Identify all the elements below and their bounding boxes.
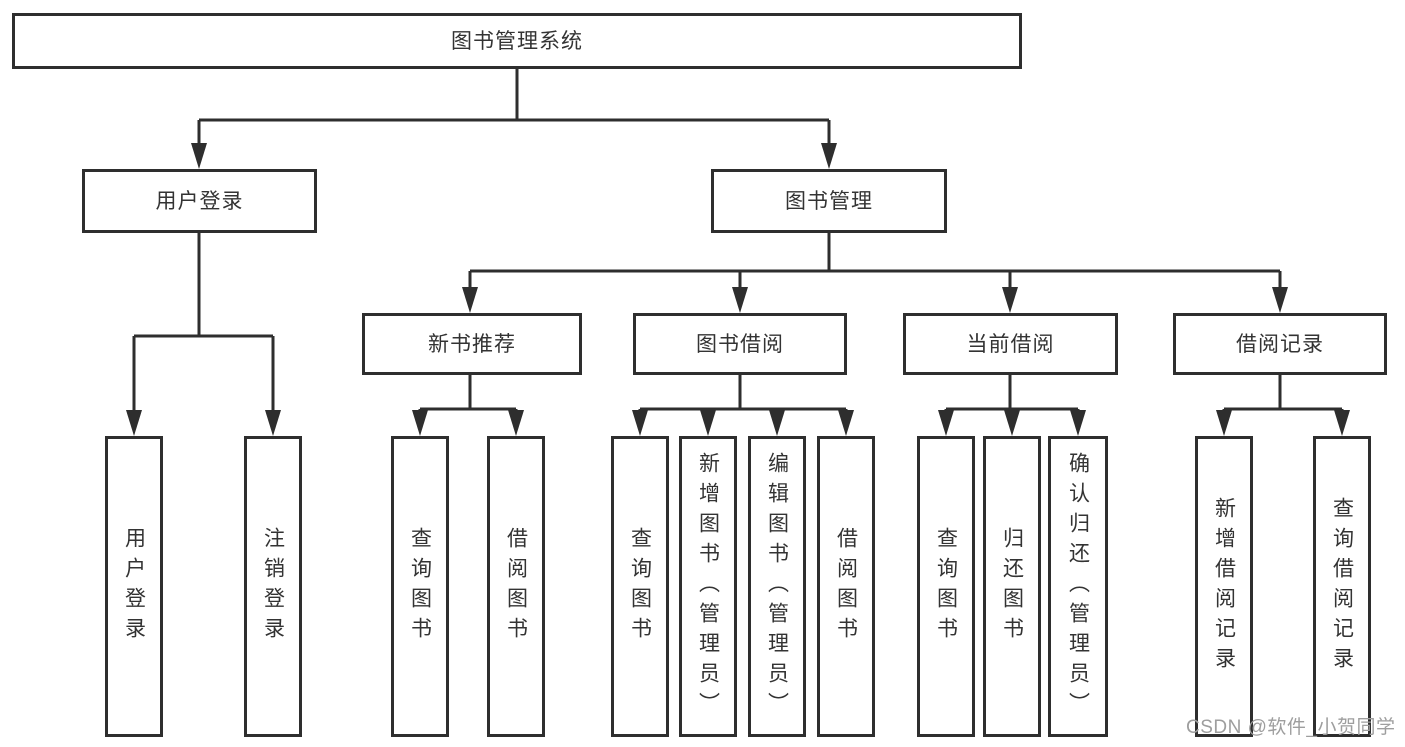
leaf-borrow-books-new: 借阅图书 [487, 436, 545, 737]
node-current-borrowing: 当前借阅 [903, 313, 1118, 375]
leaf-query-borrow-record: 查询借阅记录 [1313, 436, 1371, 737]
arrowhead-icon [1070, 410, 1086, 436]
node-label: 用户登录 [122, 526, 146, 647]
leaf-query-books-new: 查询图书 [391, 436, 449, 737]
node-label: 借阅图书 [504, 526, 528, 647]
arrowhead-icon [769, 410, 785, 436]
arrowhead-icon [412, 410, 428, 436]
node-label: 借阅记录 [1236, 332, 1324, 356]
arrowhead-icon [191, 143, 207, 169]
leaf-confirm-return-admin: 确认归还（管理员） [1048, 436, 1108, 737]
arrowhead-icon [938, 410, 954, 436]
leaf-add-books-admin: 新增图书（管理员） [679, 436, 737, 737]
connector-borrow-records-to-leaves [1222, 375, 1344, 412]
leaf-query-books-current: 查询图书 [917, 436, 975, 737]
node-book-borrowing: 图书借阅 [633, 313, 847, 375]
node-label: 编辑图书（管理员） [765, 451, 789, 722]
node-book-management: 图书管理 [711, 169, 947, 233]
node-label: 查询图书 [628, 526, 652, 647]
arrowhead-icon [700, 410, 716, 436]
connector-root-to-level2 [197, 69, 831, 145]
node-new-book-recommend: 新书推荐 [362, 313, 582, 375]
arrowhead-icon [1004, 410, 1020, 436]
arrowhead-icon [508, 410, 524, 436]
arrowhead-icon [1216, 410, 1232, 436]
node-label: 当前借阅 [966, 332, 1055, 356]
leaf-edit-books-admin: 编辑图书（管理员） [748, 436, 806, 737]
leaf-query-books-borrow: 查询图书 [611, 436, 669, 737]
node-label: 查询图书 [408, 526, 432, 647]
connector-current-borrow-to-leaves [944, 375, 1080, 412]
node-label: 新书推荐 [428, 332, 516, 356]
connector-book-borrow-to-leaves [638, 375, 848, 412]
node-label: 归还图书 [1000, 526, 1024, 647]
node-label: 查询图书 [934, 526, 958, 647]
node-label: 确认归还（管理员） [1066, 451, 1090, 722]
node-label: 图书管理 [785, 189, 873, 213]
node-user-login: 用户登录 [82, 169, 317, 233]
node-label: 图书借阅 [696, 332, 784, 356]
connector-new-books-to-leaves [418, 375, 518, 412]
node-label: 用户登录 [155, 189, 244, 213]
arrowhead-icon [732, 287, 748, 313]
arrowhead-icon [821, 143, 837, 169]
arrowhead-icon [838, 410, 854, 436]
node-label: 图书管理系统 [451, 29, 583, 53]
arrowhead-icon [632, 410, 648, 436]
node-label: 借阅图书 [834, 526, 858, 647]
watermark: CSDN @软件_小贺同学 [1186, 717, 1396, 738]
node-borrow-records: 借阅记录 [1173, 313, 1387, 375]
leaf-return-books: 归还图书 [983, 436, 1041, 737]
leaf-add-borrow-record: 新增借阅记录 [1195, 436, 1253, 737]
arrowhead-icon [1002, 287, 1018, 313]
arrowhead-icon [1334, 410, 1350, 436]
node-label: 新增图书（管理员） [696, 451, 720, 722]
connector-book-mgmt-to-level3 [468, 233, 1282, 289]
leaf-user-login: 用户登录 [105, 436, 163, 737]
node-label: 注销登录 [261, 526, 285, 647]
connector-user-login-to-leaves [132, 233, 275, 412]
arrowhead-icon [265, 410, 281, 436]
leaf-logout-login: 注销登录 [244, 436, 302, 737]
arrowhead-icon [1272, 287, 1288, 313]
arrowhead-icon [126, 410, 142, 436]
leaf-borrow-books: 借阅图书 [817, 436, 875, 737]
arrowhead-icon [462, 287, 478, 313]
node-label: 新增借阅记录 [1212, 496, 1236, 677]
node-label: 查询借阅记录 [1330, 496, 1354, 677]
node-root-library-system: 图书管理系统 [12, 13, 1022, 69]
